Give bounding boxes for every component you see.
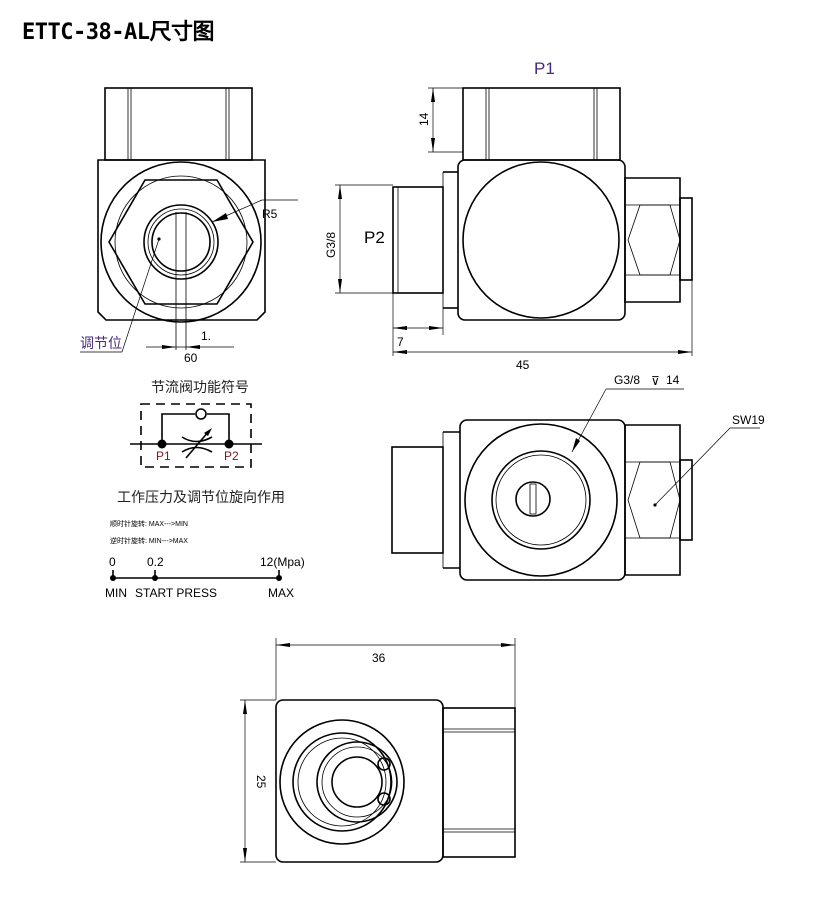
symbol-p1: P1 (156, 449, 171, 463)
adjust-position-label: 调节位 (80, 335, 122, 351)
width-dim: 36 (372, 651, 386, 665)
slot-dim-b: 60 (184, 351, 198, 365)
tick-value-start: 0.2 (147, 555, 164, 569)
port-thread-label: G3/8 (614, 373, 640, 387)
bottom-view: 36 25 (240, 638, 516, 863)
pressure-title: 工作压力及调节位旋向作用 (117, 489, 285, 505)
ccw-note: 逆时针旋转: MIN--->MAX (110, 536, 188, 545)
total-length-dim: 45 (516, 358, 530, 372)
tick-label-max: MAX (268, 586, 294, 600)
port-p2-label: P2 (364, 228, 385, 247)
height-dim: 25 (254, 775, 268, 789)
top-height-dim: 14 (417, 112, 431, 126)
port-depth-label: 14 (666, 373, 680, 387)
page-title: ETTC-38-AL尺寸图 (22, 20, 214, 45)
tick-value-min: 0 (109, 555, 116, 569)
depth-symbol: ⊽ (651, 374, 660, 388)
front-view: R5 调节位 1. 60 (80, 87, 298, 365)
pressure-scale: 工作压力及调节位旋向作用 顺时针旋转: MAX--->MIN 逆时针旋转: MI… (105, 489, 305, 600)
symbol-title: 节流阀功能符号 (151, 379, 249, 395)
radius-label: R5 (262, 207, 278, 221)
throttle-symbol: 节流阀功能符号 P1 P2 (130, 379, 262, 468)
port-length-dim: 7 (397, 335, 404, 349)
tick-label-min: MIN (105, 586, 127, 600)
side-view: 14 G3/8 P2 P1 7 45 (324, 59, 693, 372)
thread-dim: G3/8 (324, 232, 338, 258)
port-p1-label: P1 (534, 59, 555, 78)
slot-dim-a: 1. (201, 329, 211, 343)
port-view: G3/8 ⊽ 14 SW19 (391, 373, 765, 581)
hex-size-label: SW19 (732, 413, 765, 427)
tick-value-max: 12(Mpa) (260, 555, 305, 569)
cw-note: 顺时针旋转: MAX--->MIN (110, 519, 188, 528)
symbol-p2: P2 (224, 449, 239, 463)
tick-label-start: START PRESS (135, 586, 217, 600)
